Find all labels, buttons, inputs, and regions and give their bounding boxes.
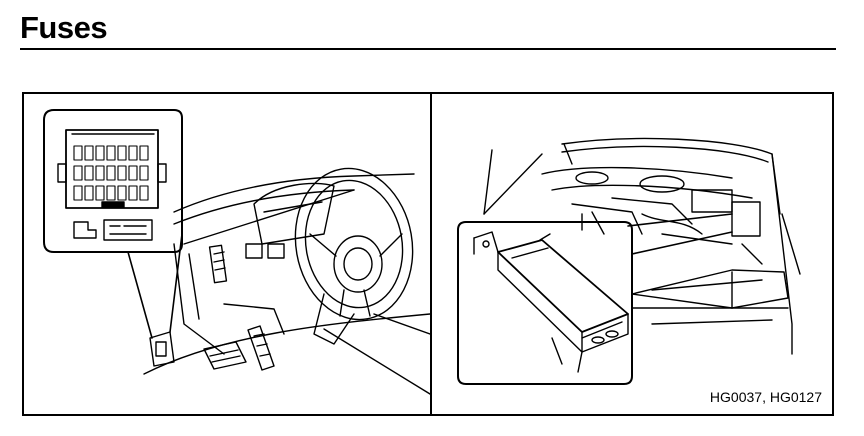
figure-divider xyxy=(430,92,432,416)
engine-fuse-figure xyxy=(432,94,832,414)
figure-code: HG0037, HG0127 xyxy=(709,389,822,405)
title-rule xyxy=(20,48,836,50)
figure-frame xyxy=(22,92,834,416)
interior-fuse-figure xyxy=(24,94,430,414)
page-title: Fuses xyxy=(20,10,108,45)
engine-bay-fuse-box-illustration xyxy=(457,137,801,385)
dashboard-fuse-panel-illustration xyxy=(43,109,430,395)
